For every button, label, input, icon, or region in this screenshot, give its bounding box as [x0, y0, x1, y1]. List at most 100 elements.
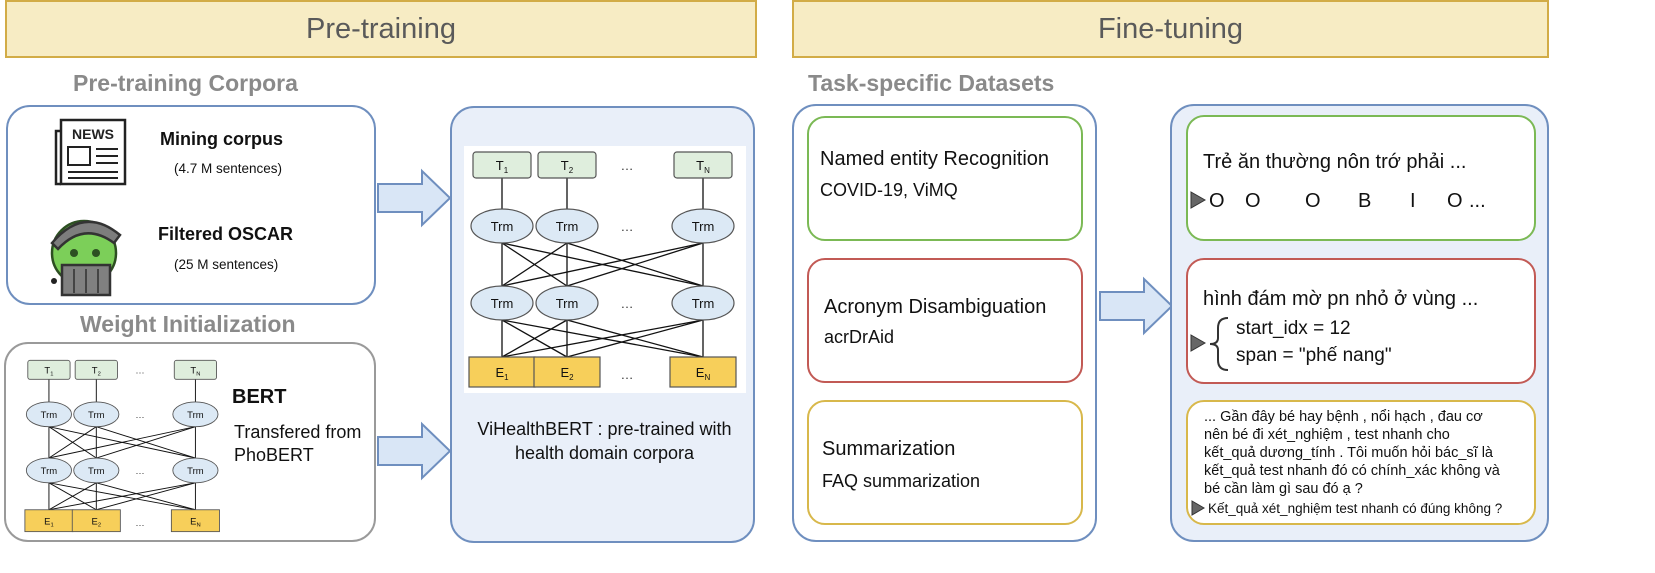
ner-tag-3: B: [1358, 190, 1372, 212]
summarization-task-dataset: FAQ summarization: [822, 471, 981, 491]
input-embedding-box: [533, 356, 601, 388]
transformer-node-label: Trm: [88, 466, 105, 477]
triangle-marker-icon: [1190, 191, 1206, 209]
ner-example-text: Trẻ ăn thường nôn trớ phải ...: [1203, 151, 1467, 173]
acronym-task-card: Acronym Disambiguation acrDrAid: [807, 258, 1083, 383]
output-token-box: [173, 359, 217, 380]
transformer-node: [470, 208, 534, 244]
transformer-node-label: Trm: [491, 296, 514, 311]
triangle-marker-icon: [1191, 500, 1205, 516]
transformer-node-label: Trm: [187, 466, 204, 477]
output-ellipsis: …: [135, 365, 144, 376]
tasks-section-label: Task-specific Datasets: [808, 70, 1055, 96]
layer-ellipsis: …: [135, 466, 144, 477]
transformer-node: [73, 457, 120, 484]
output-ellipsis: …: [621, 158, 634, 173]
connection-line: [501, 319, 704, 358]
transformer-node-label: Trm: [187, 410, 204, 421]
layer-ellipsis: …: [135, 410, 144, 421]
curly-brace-icon: [1209, 317, 1229, 371]
connection-line: [48, 426, 97, 459]
output-token-box: [537, 151, 597, 179]
output-token-box: [74, 359, 118, 380]
input-ellipsis: …: [135, 518, 144, 529]
summary-question-line-3: kết_quả test nhanh đó có chính_xác không…: [1204, 463, 1500, 479]
oscar-mascot-icon: [50, 219, 122, 297]
transformer-node: [73, 401, 120, 428]
ner-tag-0: O: [1209, 190, 1225, 212]
pretraining-banner-title: Pre-training: [306, 12, 456, 45]
weights-section-label: Weight Initialization: [80, 311, 296, 337]
acronym-example-text: hình đám mờ pn nhỏ ở vùng ...: [1203, 288, 1479, 310]
output-token-box: [673, 151, 733, 179]
connection-line: [501, 319, 568, 358]
input-embedding-box: [71, 509, 121, 533]
ner-tag-5: O: [1447, 190, 1463, 212]
summary-question-line-0: ... Gần đây bé hay bệnh , nổi hạch , đau…: [1204, 409, 1483, 425]
transformer-node: [671, 208, 735, 244]
connection-line: [48, 482, 196, 511]
ner-task-title: Named entity Recognition: [820, 148, 1050, 170]
mining-corpus-title: Mining corpus: [160, 129, 283, 149]
input-embedding-label: E2: [92, 516, 102, 528]
right-arrow-icon: [1099, 276, 1174, 336]
transformer-node: [172, 401, 219, 428]
output-token-box: [27, 359, 71, 380]
transfer-line-2: PhoBERT: [234, 445, 314, 465]
acronym-start-idx: start_idx = 12: [1236, 318, 1351, 339]
news-icon-label: NEWS: [72, 126, 114, 142]
output-token-label: T2: [92, 365, 101, 377]
summarization-task-title: Summarization: [822, 438, 956, 460]
input-embedding-label: EN: [190, 516, 201, 528]
corpora-section-label: Pre-training Corpora: [73, 70, 298, 96]
transformer-node-label: Trm: [556, 219, 579, 234]
input-embedding-box: [669, 356, 737, 388]
summary-question-line-2: kết_quả dương_tính . Tôi muốn hỏi bác_sĩ…: [1204, 445, 1493, 461]
transformer-node: [25, 457, 72, 484]
summary-question-line-4: bé cần làm gì sau đó ạ ?: [1204, 481, 1363, 497]
news-icon: NEWS: [54, 118, 127, 186]
ner-task-card: Named entity Recognition COVID-19, ViMQ: [807, 116, 1083, 241]
acronym-span: span = "phế nang": [1236, 345, 1392, 366]
connection-line: [501, 242, 568, 287]
transformer-node-label: Trm: [88, 410, 105, 421]
transformer-node: [535, 208, 599, 244]
input-embedding-label: E1: [44, 516, 54, 528]
ner-example-card: Trẻ ăn thường nôn trớ phải ... O O O B I…: [1186, 115, 1536, 241]
transformer-node-label: Trm: [692, 296, 715, 311]
connection-line: [566, 319, 704, 358]
summarization-task-card: Summarization FAQ summarization: [807, 400, 1083, 525]
finetuning-banner-title: Fine-tuning: [1097, 12, 1244, 45]
right-arrow-icon: [377, 421, 452, 481]
connection-line: [501, 242, 704, 287]
input-ellipsis: …: [621, 367, 634, 382]
transformer-node-label: Trm: [41, 410, 58, 421]
model-caption-line-2: health domain corpora: [514, 443, 695, 463]
examples-panel: Trẻ ăn thường nôn trớ phải ... O O O B I…: [1170, 104, 1549, 542]
layer-ellipsis: …: [621, 219, 634, 234]
summary-example-card: ... Gần đây bé hay bệnh , nổi hạch , đau…: [1186, 400, 1536, 525]
transformer-node: [172, 457, 219, 484]
connection-line: [96, 482, 196, 511]
corpora-panel: NEWS Mining corpus (4.7 M sentences) Fil…: [6, 105, 376, 305]
ner-tag-4: I: [1410, 190, 1416, 212]
model-caption-line-1: ViHealthBERT : pre-trained with: [477, 419, 732, 439]
ner-task-dataset: COVID-19, ViMQ: [820, 180, 958, 200]
triangle-marker-icon: [1190, 334, 1206, 352]
oscar-title: Filtered OSCAR: [158, 224, 294, 244]
acronym-example-card: hình đám mờ pn nhỏ ở vùng ... start_idx …: [1186, 258, 1536, 384]
ner-tag-1: O: [1245, 190, 1261, 212]
acronym-task-title: Acronym Disambiguation: [824, 296, 1047, 318]
oscar-count: (25 M sentences): [174, 257, 279, 272]
input-embedding-box: [170, 509, 220, 533]
connection-line: [48, 482, 97, 511]
transfer-line-1: Transfered from: [234, 422, 362, 442]
transformer-node-label: Trm: [692, 219, 715, 234]
finetuning-banner: Fine-tuning: [792, 0, 1549, 58]
connection-line: [96, 426, 196, 459]
right-arrow-icon: [377, 168, 452, 228]
